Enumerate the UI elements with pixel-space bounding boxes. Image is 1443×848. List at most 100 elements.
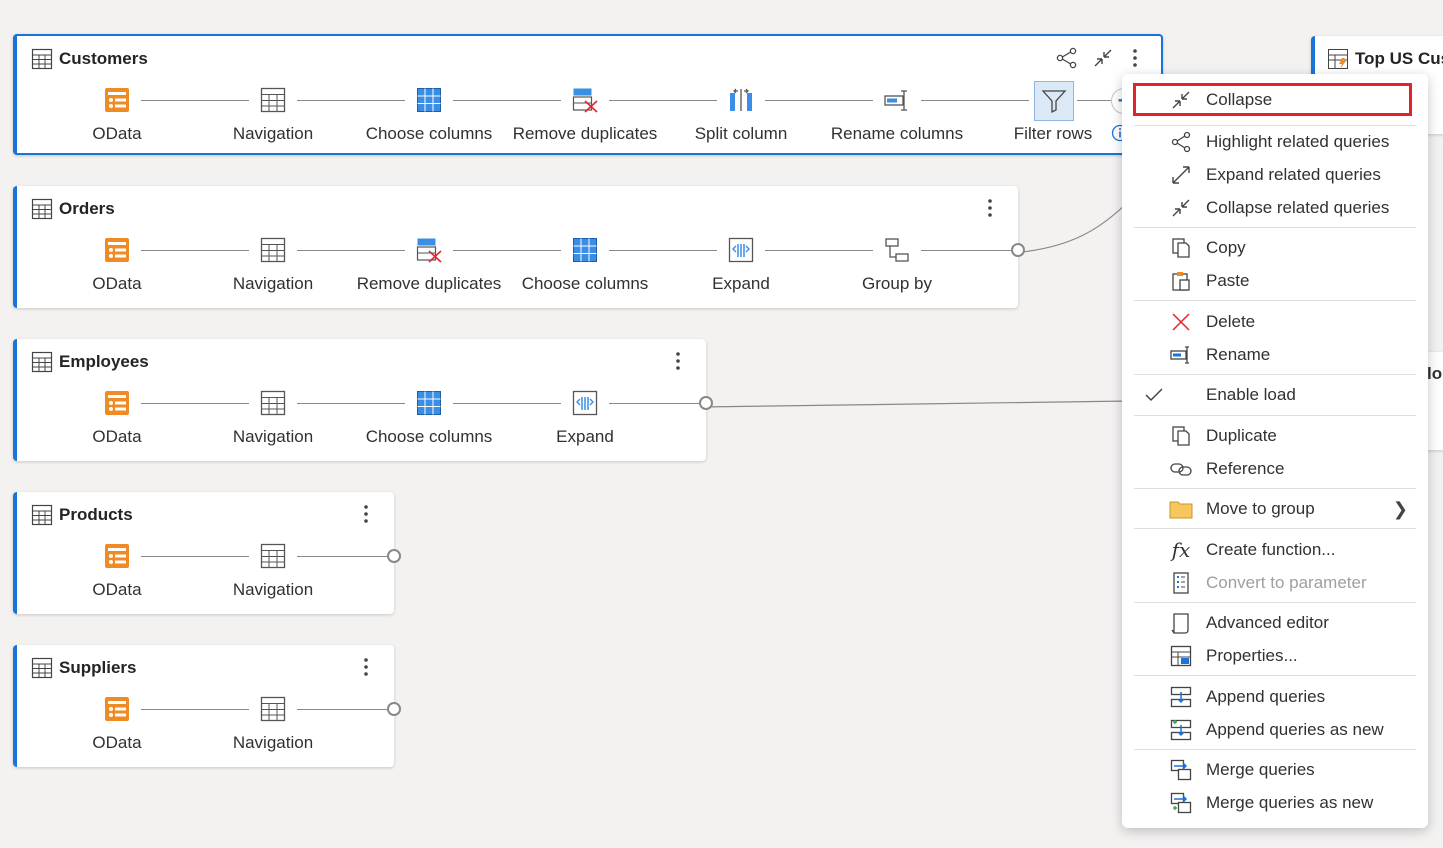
expand-column-icon — [727, 236, 755, 264]
menu-collapse-related[interactable]: Collapse related queries — [1134, 192, 1416, 224]
output-connector-port[interactable] — [387, 702, 401, 716]
step-label: Navigation — [232, 733, 314, 752]
table-icon — [259, 542, 287, 570]
step-connector — [453, 250, 561, 251]
step-connector — [141, 556, 249, 557]
step-label: Rename columns — [830, 124, 964, 143]
menu-convert-to-parameter[interactable]: Convert to parameter — [1134, 567, 1416, 599]
menu-advanced-editor[interactable]: Advanced editor — [1134, 607, 1416, 639]
table-icon — [259, 236, 287, 264]
menu-append-queries-new[interactable]: Append queries as new — [1134, 714, 1416, 746]
step-connector — [765, 250, 873, 251]
step-label: Choose columns — [365, 427, 493, 446]
card-title: Orders — [31, 198, 115, 220]
card-title-text: Orders — [59, 199, 115, 218]
step-connector — [141, 250, 249, 251]
checkmark-icon — [1142, 383, 1166, 407]
odata-icon — [103, 389, 131, 417]
step-label: Expand — [556, 427, 614, 446]
table-icon — [31, 657, 53, 679]
more-options-icon[interactable] — [354, 500, 378, 528]
step-connector — [609, 100, 717, 101]
more-options-icon[interactable] — [978, 194, 1002, 222]
append-icon — [1169, 685, 1193, 709]
card-title: Employees — [31, 351, 149, 373]
remove-duplicates-icon — [415, 236, 443, 264]
chevron-right-icon: ❯ — [1392, 498, 1408, 519]
output-connector-port[interactable] — [699, 396, 713, 410]
menu-delete[interactable]: Delete — [1134, 306, 1416, 338]
table-icon — [31, 198, 53, 220]
duplicate-icon — [1169, 424, 1193, 448]
menu-append-queries[interactable]: Append queries — [1134, 681, 1416, 713]
menu-duplicate[interactable]: Duplicate — [1134, 420, 1416, 452]
collapse-related-icon — [1169, 196, 1193, 220]
menu-move-to-group[interactable]: Move to group ❯ — [1134, 493, 1416, 525]
step-connector — [297, 556, 387, 557]
menu-create-function[interactable]: fx Create function... — [1134, 534, 1416, 566]
delete-x-icon — [1169, 310, 1193, 334]
collapse-icon[interactable] — [1089, 44, 1117, 72]
parameter-icon — [1169, 571, 1193, 595]
menu-collapse[interactable]: Collapse — [1134, 84, 1416, 116]
card-title: Suppliers — [31, 657, 136, 679]
odata-icon — [103, 86, 131, 114]
more-options-icon[interactable] — [666, 347, 690, 375]
share-nodes-icon — [1169, 130, 1193, 154]
merge-icon — [1169, 758, 1193, 782]
more-options-icon[interactable] — [1123, 44, 1147, 72]
table-lightning-icon — [1328, 49, 1348, 69]
more-options-icon[interactable] — [354, 653, 378, 681]
collapse-icon — [1169, 88, 1193, 112]
menu-rename[interactable]: Rename — [1134, 339, 1416, 371]
menu-expand-related[interactable]: Expand related queries — [1134, 159, 1416, 191]
choose-columns-icon — [571, 236, 599, 264]
step-connector — [609, 250, 717, 251]
step-label: Expand — [712, 274, 770, 293]
menu-highlight-related[interactable]: Highlight related queries — [1134, 126, 1416, 158]
output-connector-port[interactable] — [387, 549, 401, 563]
menu-reference[interactable]: Reference — [1134, 453, 1416, 485]
rename-columns-icon — [883, 86, 911, 114]
rename-icon — [1169, 343, 1193, 367]
step-label: OData — [92, 733, 142, 752]
step-connector — [453, 100, 561, 101]
append-new-icon — [1169, 718, 1193, 742]
function-fx-icon: fx — [1171, 538, 1191, 562]
menu-properties[interactable]: Properties... — [1134, 640, 1416, 672]
step-connector — [141, 100, 249, 101]
menu-paste[interactable]: Paste — [1134, 265, 1416, 297]
step-connector — [297, 709, 387, 710]
odata-icon — [103, 542, 131, 570]
menu-copy[interactable]: Copy — [1134, 232, 1416, 264]
menu-enable-load[interactable]: Enable load — [1134, 379, 1416, 411]
step-label: OData — [92, 274, 142, 293]
table-icon — [31, 48, 53, 70]
menu-merge-queries-new[interactable]: Merge queries as new — [1134, 787, 1416, 819]
output-connector-port[interactable] — [1011, 243, 1025, 257]
merge-new-icon — [1169, 791, 1193, 815]
step-label: Navigation — [232, 580, 314, 599]
remove-duplicates-icon — [571, 86, 599, 114]
paste-icon — [1169, 269, 1193, 293]
step-connector — [297, 250, 405, 251]
card-title: Top US Cus — [1327, 48, 1443, 70]
table-icon — [259, 389, 287, 417]
step-label: Choose columns — [521, 274, 649, 293]
step-label: Remove duplicates — [356, 274, 502, 293]
highlight-related-icon[interactable] — [1053, 44, 1081, 72]
step-label: Choose columns — [365, 124, 493, 143]
menu-merge-queries[interactable]: Merge queries — [1134, 754, 1416, 786]
properties-icon — [1169, 644, 1193, 668]
expand-column-icon — [571, 389, 599, 417]
card-title: Products — [31, 504, 133, 526]
odata-icon — [103, 695, 131, 723]
steps-row: OData Navigation — [17, 695, 401, 765]
step-label: Navigation — [232, 124, 314, 143]
